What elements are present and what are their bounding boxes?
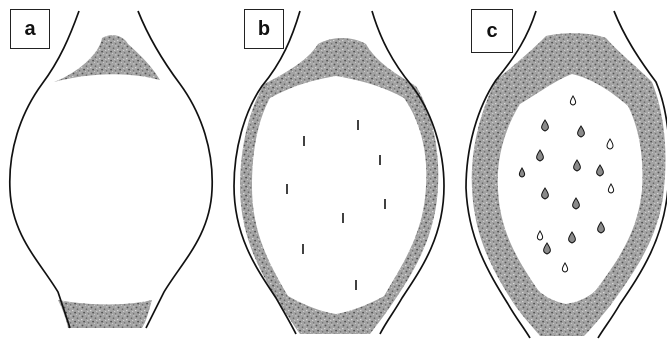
panel-a-upper-cartilage <box>54 35 160 82</box>
droplet-cell <box>537 231 542 240</box>
droplet-cell <box>542 120 549 131</box>
droplet-cell <box>544 243 551 254</box>
droplet-cell <box>542 188 549 199</box>
droplet-cell <box>607 139 613 149</box>
panel-a-left-outline <box>10 11 79 328</box>
droplet-cell <box>578 126 585 137</box>
panel-c <box>466 11 667 338</box>
droplet-cell <box>608 184 613 193</box>
panel-a-right-outline <box>138 11 212 328</box>
droplet-cell <box>562 263 567 272</box>
droplet-cell <box>569 232 576 243</box>
panel-a-lower-cartilage <box>58 300 152 328</box>
droplet-cell <box>574 160 581 171</box>
droplet-cell <box>519 168 524 177</box>
droplet-cell <box>570 96 575 105</box>
panel-c-label: c <box>471 9 513 53</box>
panel-b-cell-marks <box>287 120 385 290</box>
droplet-cell <box>573 198 580 209</box>
droplet-cell <box>537 150 544 161</box>
panel-c-cells <box>519 96 613 272</box>
panel-a <box>10 11 212 328</box>
panel-b <box>234 11 444 334</box>
droplet-cell <box>598 222 605 233</box>
panel-a-label: a <box>10 9 50 49</box>
droplet-cell <box>597 165 604 176</box>
panel-b-label: b <box>244 9 284 49</box>
